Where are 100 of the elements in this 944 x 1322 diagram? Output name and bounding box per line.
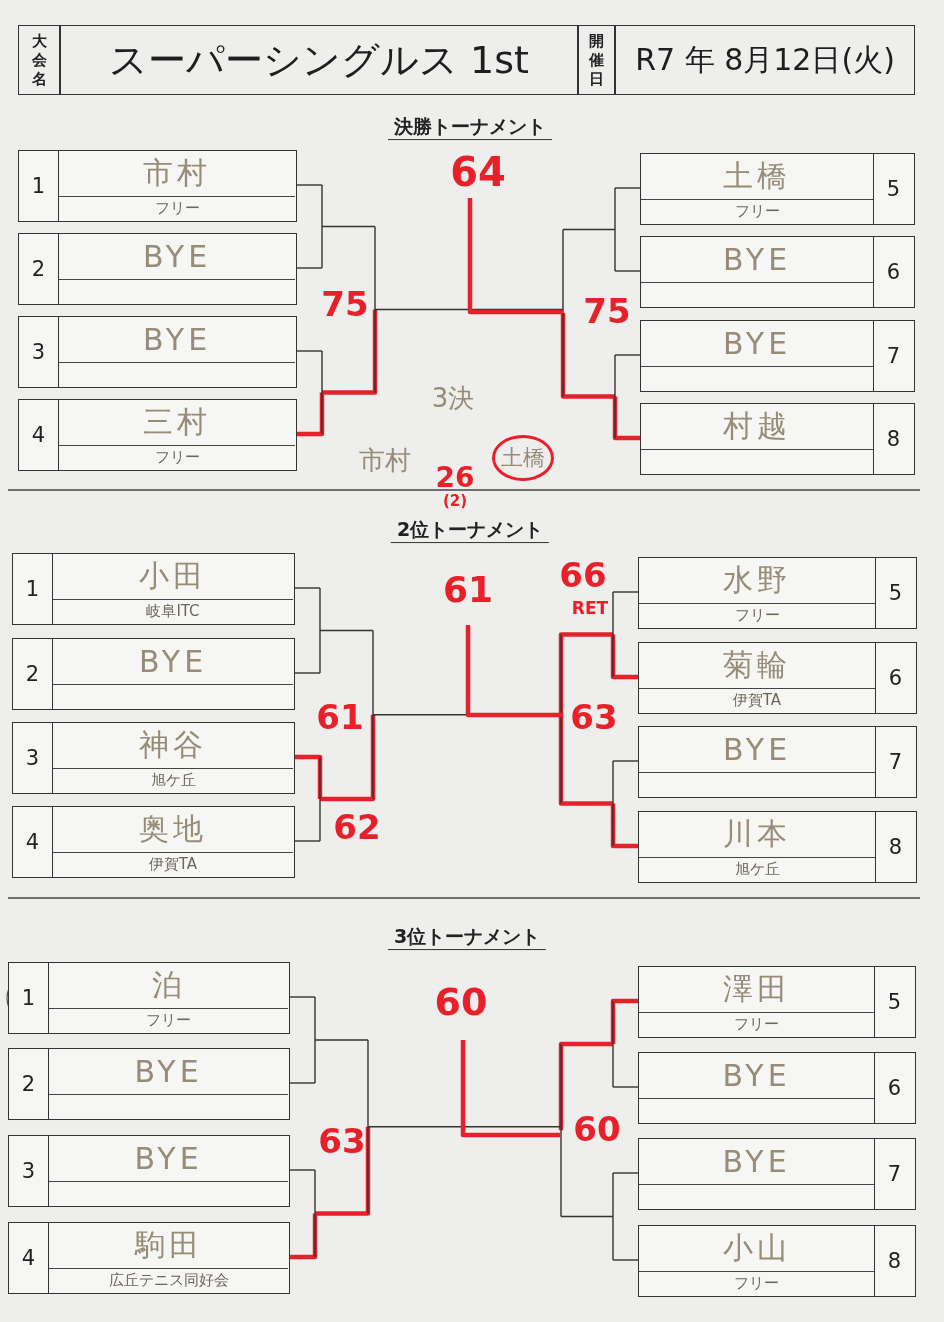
seed-number: 7 <box>874 1139 914 1209</box>
player-name: 泊 <box>49 963 288 1009</box>
entry-box <box>12 638 295 710</box>
player-name: 奥地 <box>53 807 293 853</box>
club-name: 広丘テニス同好会 <box>107 1270 230 1291</box>
entry-box <box>8 1222 290 1294</box>
player-name: 三村 <box>59 400 295 446</box>
entry-box <box>8 1048 290 1120</box>
player-name: 土橋 <box>641 154 873 200</box>
bracket-line <box>294 587 321 589</box>
player-name: 川本 <box>639 812 875 858</box>
entry-box <box>12 722 295 794</box>
bracket-line <box>374 308 564 311</box>
player-name: BYE <box>49 1049 288 1095</box>
seed-number: 4 <box>13 807 53 877</box>
entry-box <box>640 153 915 225</box>
club-name: 旭ケ丘 <box>733 859 781 880</box>
entry-box <box>638 811 917 883</box>
player-name: BYE <box>641 237 873 283</box>
winner-line <box>290 1213 318 1260</box>
seed-number: 3 <box>19 317 59 387</box>
seed-number: 5 <box>875 558 915 628</box>
seed-number: 2 <box>13 639 53 709</box>
bracket-line <box>612 760 639 762</box>
bracket-line <box>296 184 323 186</box>
entry-box <box>638 726 917 798</box>
bracket-line <box>289 996 316 998</box>
player-name: BYE <box>641 321 873 367</box>
score: 60 <box>434 982 488 1024</box>
header-cell <box>578 25 615 95</box>
entry-box <box>12 806 295 878</box>
player-name: BYE <box>639 1053 874 1099</box>
entry-box <box>638 1225 916 1297</box>
player-name: BYE <box>59 234 295 280</box>
section-heading: 2位トーナメント <box>390 519 550 543</box>
bracket-line <box>614 354 641 356</box>
winner-line <box>297 392 325 437</box>
bracket-line <box>289 1169 316 1171</box>
retirement-mark: RET <box>571 598 609 618</box>
section-heading: 決勝トーナメント <box>388 116 552 140</box>
player-name: 澤田 <box>639 967 874 1013</box>
player-name: BYE <box>59 317 295 363</box>
bracket-line <box>296 350 323 352</box>
club-name: フリー <box>733 1273 780 1294</box>
club-name: フリー <box>733 1014 780 1035</box>
entry-box <box>8 962 290 1034</box>
seed-number: 4 <box>19 400 59 470</box>
winner-line <box>558 719 613 806</box>
club-name: フリー <box>733 201 781 222</box>
entry-box <box>18 316 297 388</box>
seed-number: 1 <box>9 963 49 1033</box>
bracket-line <box>612 591 639 593</box>
player-name: BYE <box>639 727 875 773</box>
bracket-line <box>296 267 323 269</box>
entry-box <box>640 403 915 475</box>
seed-number: 3 <box>9 1136 49 1206</box>
entry-box <box>638 557 917 629</box>
winner-line <box>610 998 638 1044</box>
bracket-line <box>294 840 321 842</box>
player-name: 村越 <box>641 404 873 450</box>
seed-number: 4 <box>9 1223 49 1293</box>
winner-line <box>610 634 638 680</box>
bracket-line <box>614 270 641 272</box>
header-cell <box>18 25 60 95</box>
winner-line <box>315 1126 371 1216</box>
player-name: 菊輪 <box>639 643 875 689</box>
seed-number: 8 <box>874 1226 914 1296</box>
bracket-line <box>294 672 321 674</box>
winner-line <box>558 1041 613 1131</box>
seed-number: 6 <box>874 1053 914 1123</box>
score: 66 <box>559 557 607 595</box>
seed-number: 8 <box>873 404 913 474</box>
seed-number: 1 <box>19 151 59 221</box>
player-name: BYE <box>49 1136 288 1182</box>
player-name: BYE <box>639 1139 874 1185</box>
event-date: R7 年 8月12日(火) <box>635 40 895 79</box>
seed-number: 7 <box>875 727 915 797</box>
winner-line <box>560 313 615 399</box>
bracket-line <box>562 228 616 231</box>
winner-line <box>610 803 638 849</box>
entry-box <box>638 642 917 714</box>
bracket-line <box>612 1172 639 1174</box>
score: 64 <box>450 150 506 194</box>
score: 63 <box>318 1123 366 1161</box>
entry-box <box>638 966 916 1038</box>
seed-number: 5 <box>873 154 913 224</box>
player-name: 駒田 <box>49 1223 288 1269</box>
bracket-line <box>321 225 376 228</box>
score: (2) <box>442 492 468 510</box>
header-cell <box>615 25 915 95</box>
bracket-line <box>319 629 374 632</box>
score: 26 <box>435 462 475 494</box>
player-name: 神谷 <box>53 723 293 769</box>
club-name: 伊賀TA <box>731 690 783 711</box>
field-label: 開催日 <box>588 31 605 89</box>
club-name: フリー <box>733 605 781 626</box>
entry-box <box>638 1138 916 1210</box>
entry-box <box>18 399 297 471</box>
entry-box <box>638 1052 916 1124</box>
club-name: フリー <box>153 198 201 219</box>
